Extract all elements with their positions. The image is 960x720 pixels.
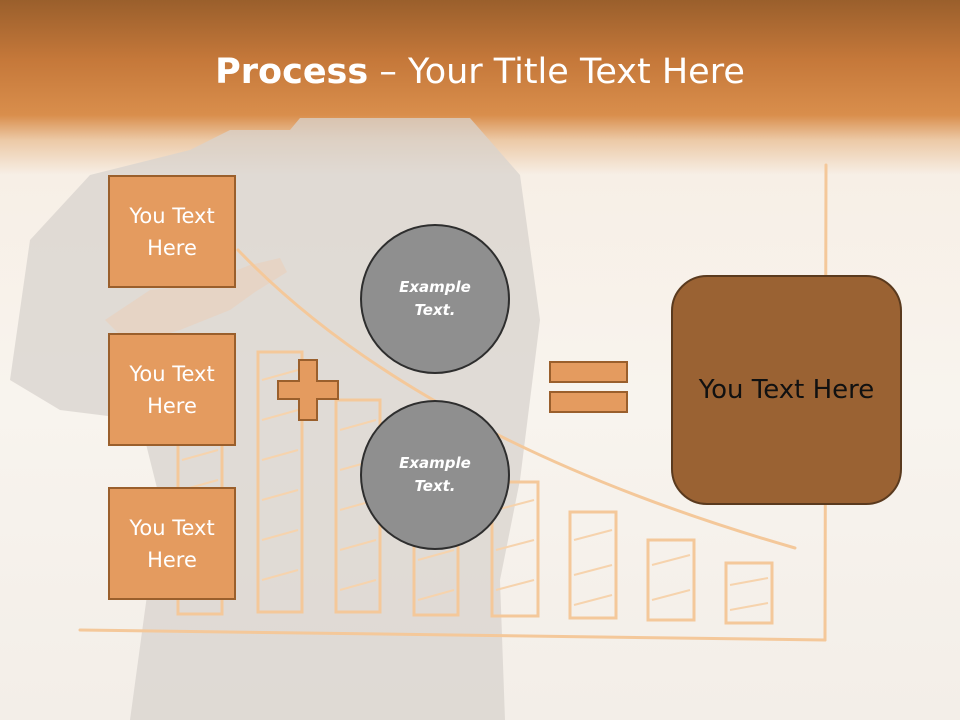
- title-rest: – Your Title Text Here: [368, 52, 745, 92]
- left-text-box-1[interactable]: You Text Here: [108, 175, 236, 288]
- left-text-box-3[interactable]: You Text Here: [108, 487, 236, 600]
- equals-icon: [549, 361, 628, 413]
- hand-silhouette: [105, 258, 287, 345]
- example-circle-1[interactable]: Example Text.: [360, 224, 510, 374]
- example-circle-1-label: Example Text.: [399, 278, 471, 319]
- left-text-box-1-label: You Text Here: [129, 203, 215, 260]
- example-circle-2-label: Example Text.: [399, 454, 471, 495]
- result-box[interactable]: You Text Here: [671, 275, 902, 505]
- plus-icon: [277, 359, 339, 421]
- slide-title: Process – Your Title Text Here: [0, 52, 960, 92]
- example-circle-2[interactable]: Example Text.: [360, 400, 510, 550]
- left-text-box-2[interactable]: You Text Here: [108, 333, 236, 446]
- left-text-box-3-label: You Text Here: [129, 515, 215, 572]
- result-box-label: You Text Here: [698, 375, 875, 405]
- left-text-box-2-label: You Text Here: [129, 361, 215, 418]
- title-bold: Process: [215, 52, 369, 92]
